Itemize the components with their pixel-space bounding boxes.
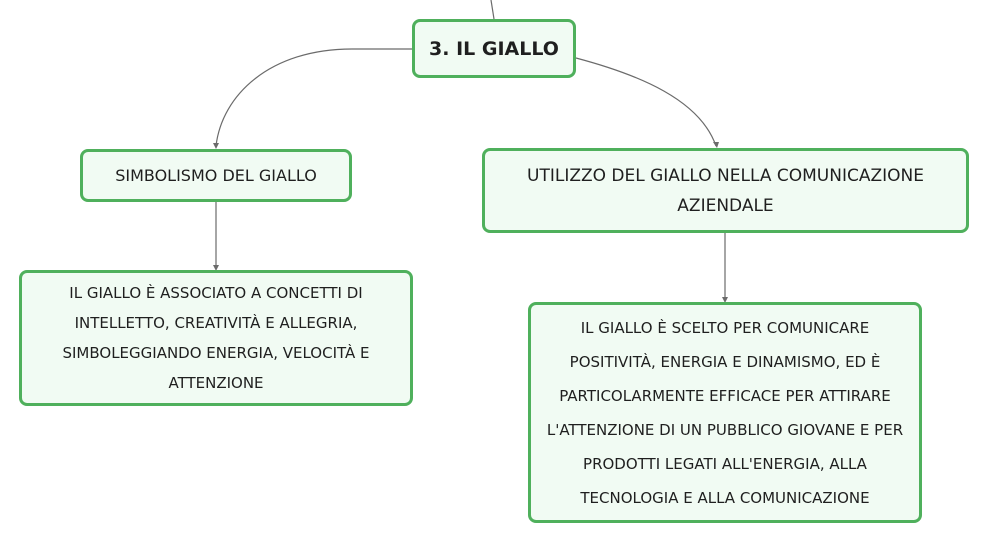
connector-root-to-left-arrow	[213, 143, 219, 149]
connector-root-to-right	[575, 57, 717, 147]
left-branch-node[interactable]: SIMBOLISMO DEL GIALLO	[80, 149, 352, 202]
connector-left-to-child-arrow	[213, 265, 219, 271]
right-branch-node[interactable]: UTILIZZO DEL GIALLO NELLA COMUNICAZIONE …	[482, 148, 969, 233]
root-node[interactable]: 3. IL GIALLO	[412, 19, 576, 78]
left-branch-label: SIMBOLISMO DEL GIALLO	[115, 166, 317, 185]
left-child-node[interactable]: IL GIALLO È ASSOCIATO A CONCETTI DI INTE…	[19, 270, 413, 406]
right-child-node[interactable]: IL GIALLO È SCELTO PER COMUNICARE POSITI…	[528, 302, 922, 523]
right-branch-label: UTILIZZO DEL GIALLO NELLA COMUNICAZIONE …	[527, 165, 924, 216]
connector-right-to-child-arrow	[722, 297, 728, 303]
root-node-label: 3. IL GIALLO	[429, 37, 559, 60]
connector-from-parent	[490, 0, 495, 20]
left-child-text: IL GIALLO È ASSOCIATO A CONCETTI DI INTE…	[62, 284, 370, 392]
right-child-text: IL GIALLO È SCELTO PER COMUNICARE POSITI…	[546, 318, 904, 507]
connector-root-to-right-arrow	[713, 142, 719, 148]
connector-root-to-left	[215, 48, 412, 147]
